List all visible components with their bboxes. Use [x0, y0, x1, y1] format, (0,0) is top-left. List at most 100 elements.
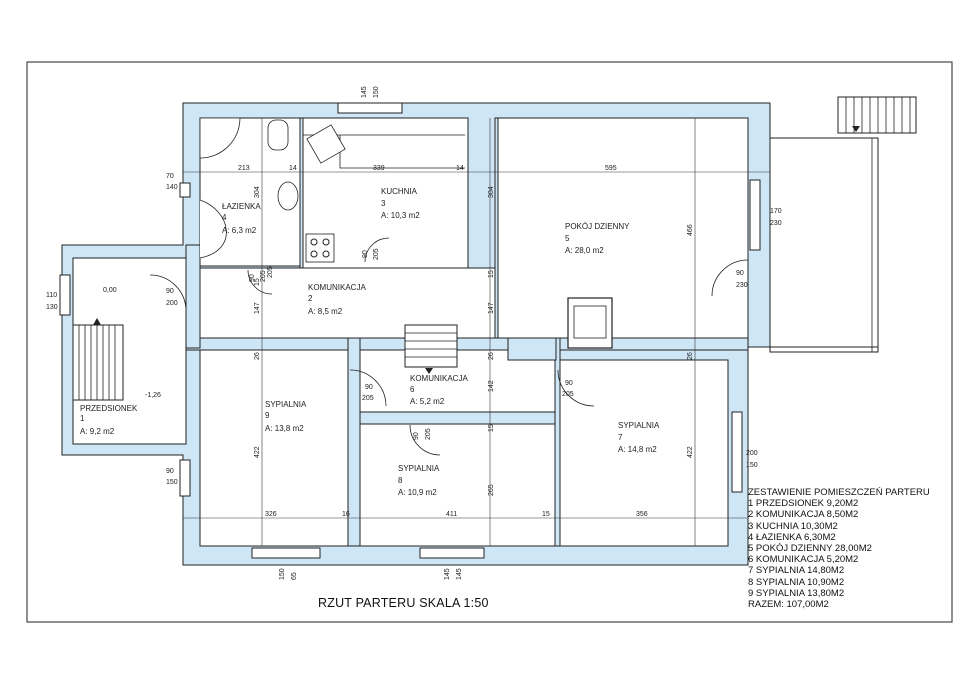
terrace-stairs [837, 96, 917, 134]
room-number: 3 [381, 199, 386, 208]
dim-bottom-356: 356 [636, 511, 648, 518]
opening-h: 205 [425, 428, 432, 440]
opening-h: 205 [562, 391, 574, 398]
room-number: 5 [565, 234, 570, 243]
room-name: SYPIALNIA [618, 421, 660, 430]
summary-item: 8 SYPIALNIA 10,90M2 [748, 576, 845, 588]
dim-v-26b: 26 [488, 352, 495, 360]
dim-v-26a: 26 [254, 352, 261, 360]
room-number: 1 [80, 414, 85, 423]
opening-w: 90 [166, 468, 174, 475]
opening-w: 90 [413, 432, 420, 440]
dim-top-14: 14 [289, 165, 297, 172]
summary-item: 7 SYPIALNIA 14,80M2 [748, 565, 845, 577]
dim-v-26c: 26 [687, 352, 694, 360]
opening-w: 90 [565, 380, 573, 387]
opening-w: 170 [770, 208, 782, 215]
dimension-lines [183, 118, 770, 546]
drawing-title: RZUT PARTERU SKALA 1:50 [318, 596, 489, 610]
room-name: KOMUNIKACJA [410, 374, 468, 383]
dim-top-595: 595 [605, 165, 617, 172]
opening-w: 90 [365, 384, 373, 391]
room-sypialnia-8 [359, 423, 556, 547]
dim-v-15a: 15 [488, 270, 495, 278]
dim-bottom-15: 15 [542, 511, 550, 518]
opening-h: 205 [260, 270, 267, 282]
room-name: SYPIALNIA [398, 464, 440, 473]
room-area: A: 5,2 m2 [410, 397, 445, 406]
dim-top-213: 213 [238, 165, 250, 172]
opening-w: 145 [361, 86, 368, 98]
room-number: 8 [398, 476, 403, 485]
opening-h: 205 [373, 248, 380, 260]
room-area: A: 10,9 m2 [398, 488, 437, 497]
opening-h: 150 [166, 479, 178, 486]
opening-w: 90 [166, 288, 174, 295]
fireplace [567, 297, 613, 349]
opening-h: 150 [373, 86, 380, 98]
room-area: A: 10,3 m2 [381, 211, 420, 220]
opening-h: 150 [746, 462, 758, 469]
dim-v-265: 265 [488, 484, 495, 496]
summary-item: 5 POKÓJ DZIENNY 28,00M2 [748, 543, 872, 555]
summary-total: RAZEM: 107,00M2 [748, 599, 829, 611]
kitchen-fixtures [303, 124, 465, 263]
dim-v-205: 205 [267, 266, 274, 278]
dim-v-15b: 15 [488, 424, 495, 432]
dim-bottom-16: 16 [342, 511, 350, 518]
summary-item: 4 ŁAZIENKA 6,30M2 [748, 531, 836, 543]
terrace [769, 96, 917, 353]
room-area: A: 8,5 m2 [308, 307, 343, 316]
room-number: 4 [222, 213, 227, 222]
opening-h: 205 [362, 395, 374, 402]
dim-top-14b: 14 [456, 165, 464, 172]
room-name: ŁAZIENKA [222, 202, 261, 211]
room-name: PRZEDSIONEK [80, 404, 138, 413]
opening-w: 200 [746, 450, 758, 457]
room-number: 6 [410, 385, 415, 394]
opening-w: 145 [444, 568, 451, 580]
level-entry: -1,26 [145, 392, 161, 399]
room-summary-table: ZESTAWIENIE POMIESZCZEŃ PARTERU 1 PRZEDS… [748, 487, 948, 610]
sheet-frame [26, 61, 953, 623]
summary-item: 6 KOMUNIKACJA 5,20M2 [748, 554, 859, 566]
room-area: A: 6,3 m2 [222, 226, 257, 235]
room-number: 7 [618, 433, 623, 442]
internal-stairs [404, 324, 458, 374]
opening-h: 65 [291, 572, 298, 580]
summary-item: 3 KUCHNIA 10,30M2 [748, 520, 838, 532]
room-number: 9 [265, 411, 270, 420]
room-number: 2 [308, 294, 313, 303]
opening-h: 130 [46, 304, 58, 311]
dimension-texts: 213 14 339 14 595 326 16 411 15 356 304 … [238, 165, 694, 518]
dim-v-147a: 147 [254, 302, 261, 314]
opening-labels: 70 140 110 130 90 200 90 150 170 230 90 … [46, 86, 782, 580]
opening-h: 230 [770, 220, 782, 227]
dim-v-304b: 304 [488, 186, 495, 198]
room-name: KOMUNIKACJA [308, 283, 366, 292]
level-markers: 0,00 -1,26 [103, 287, 161, 399]
opening-w: 90 [249, 274, 256, 282]
room-name: KUCHNIA [381, 187, 418, 196]
dim-v-422a: 422 [254, 446, 261, 458]
summary-item: 2 KOMUNIKACJA 8,50M2 [748, 509, 859, 521]
opening-w: 150 [279, 568, 286, 580]
summary-item: 1 PRZEDSIONEK 9,20M2 [748, 498, 859, 510]
bathroom-fixtures [199, 117, 299, 259]
dim-v-15c: 15 [254, 278, 261, 286]
opening-h: 200 [166, 300, 178, 307]
room-labels: PRZEDSIONEK 1 A: 9,2 m2 KOMUNIKACJA 2 A:… [80, 187, 660, 497]
room-area: A: 9,2 m2 [80, 427, 115, 436]
level-floor: 0,00 [103, 287, 117, 294]
opening-w: 90 [362, 250, 369, 258]
windows [59, 102, 761, 559]
opening-h: 230 [736, 282, 748, 289]
opening-w: 90 [736, 270, 744, 277]
opening-w: 70 [166, 173, 174, 180]
opening-w: 110 [46, 292, 57, 299]
summary-item: 9 SYPIALNIA 13,80M2 [748, 587, 845, 599]
room-name: SYPIALNIA [265, 400, 307, 409]
room-area: A: 13,8 m2 [265, 424, 304, 433]
dim-v-147b: 147 [488, 302, 495, 314]
